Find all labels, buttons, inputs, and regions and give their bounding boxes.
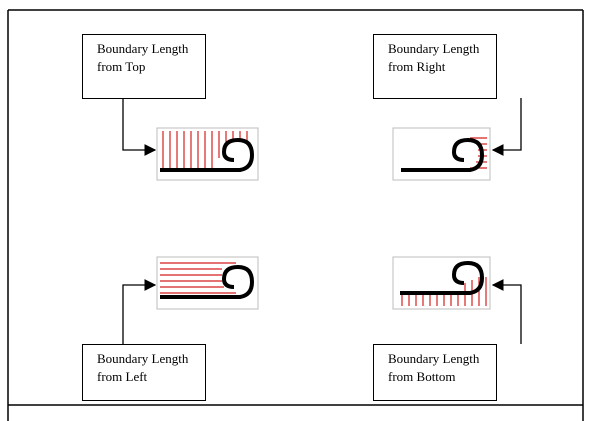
callout-bottom-line1: Boundary Length <box>388 351 480 366</box>
callout-bottom: Boundary Length from Bottom <box>373 344 497 401</box>
callout-left-line1: Boundary Length <box>97 351 189 366</box>
callout-right-line2: from Right <box>388 59 446 74</box>
arrow-left-icon <box>491 98 522 156</box>
callout-top-line1: Boundary Length <box>97 41 189 56</box>
callout-bottom-line2: from Bottom <box>388 369 456 384</box>
arrow-right-icon <box>122 98 157 156</box>
glyph-right-hatch <box>392 127 491 181</box>
curl-glyph-icon <box>160 137 255 172</box>
glyph-bottom-hatch <box>392 256 491 310</box>
glyph-left-hatch <box>156 256 259 310</box>
arrow-right-icon <box>122 279 157 344</box>
curl-glyph-icon <box>400 260 485 295</box>
callout-top-line2: from Top <box>97 59 146 74</box>
callout-right: Boundary Length from Right <box>373 34 497 99</box>
glyph-top-hatch <box>156 127 259 181</box>
callout-left: Boundary Length from Left <box>82 344 206 401</box>
curl-glyph-icon <box>401 137 485 172</box>
callout-left-line2: from Left <box>97 369 148 384</box>
callout-right-line1: Boundary Length <box>388 41 480 56</box>
curl-glyph-icon <box>160 264 255 299</box>
arrow-left-icon <box>491 279 522 344</box>
frame-border <box>7 9 584 421</box>
callout-top: Boundary Length from Top <box>82 34 206 99</box>
